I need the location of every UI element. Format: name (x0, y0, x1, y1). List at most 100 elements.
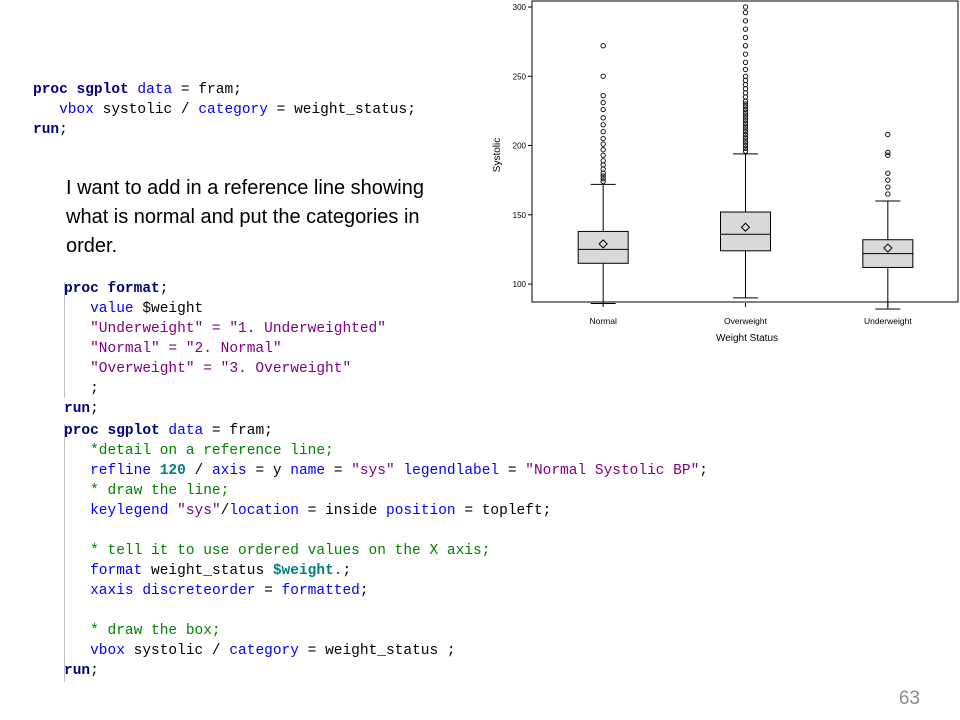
code-token: formatted (281, 583, 360, 599)
y-tick-label: 100 (513, 280, 527, 289)
code-token: category (229, 643, 299, 659)
code-line: proc format; (64, 279, 386, 299)
outlier-point (885, 191, 891, 197)
code-token: proc sgplot (64, 423, 160, 439)
outlier-point (600, 93, 606, 99)
code-token: "sys" (351, 463, 395, 479)
code-token: 120 (159, 463, 186, 479)
code-line: run; (64, 661, 708, 681)
code-token: systolic / (93, 102, 199, 118)
code-token: data (168, 423, 204, 439)
code-line: ; (64, 379, 386, 399)
code-token: category (198, 102, 268, 118)
code-token: refline (90, 463, 152, 479)
outlier-point (600, 106, 606, 113)
outlier-point (742, 142, 749, 149)
code-token: position (386, 503, 456, 519)
outlier-point (600, 43, 606, 49)
code-token: proc sgplot (33, 82, 129, 98)
code-block-format: proc format; value $weight "Underweight"… (64, 279, 386, 419)
outlier-point (885, 131, 891, 138)
outlier-point (885, 184, 891, 190)
code-token: $weight (133, 301, 204, 317)
code-token: "Underweight" = "1. Underweighted" (90, 321, 386, 337)
code-token (64, 301, 90, 317)
outlier-point (600, 147, 606, 153)
code-line: xaxis discreteorder = formatted; (64, 581, 708, 601)
code-token: systolic / (124, 643, 230, 659)
code-line: * tell it to use ordered values on the X… (64, 541, 708, 561)
code-token: ; (342, 563, 352, 579)
code-token: "Normal" = "2. Normal" (90, 341, 282, 357)
outlier-point (742, 26, 749, 32)
code-token: *detail on a reference line; (90, 443, 334, 459)
code-token: * tell it to use ordered values on the X… (90, 543, 491, 559)
code-line: "Underweight" = "1. Underweighted" (64, 319, 386, 339)
code-line: value $weight (64, 299, 386, 319)
code-token: location (229, 503, 299, 519)
outlier-point (742, 104, 749, 110)
code-line (64, 601, 708, 621)
code-line: *detail on a reference line; (64, 441, 708, 461)
x-tick-label: Overweight (724, 316, 768, 326)
y-tick-label: 200 (513, 142, 527, 151)
outlier-point (742, 66, 749, 72)
mean-marker (740, 222, 751, 232)
code-token: ; (699, 463, 708, 479)
instruction-text: I want to add in a reference line showin… (66, 177, 424, 257)
code-token (64, 321, 90, 337)
outlier-point (742, 134, 749, 140)
x-tick-label: Normal (589, 316, 617, 326)
y-tick-label: 300 (513, 3, 527, 12)
code-token: discreteorder (142, 583, 256, 599)
code-line: "Overweight" = "3. Overweight" (64, 359, 386, 379)
code-token: ; (90, 663, 99, 679)
code-line: * draw the box; (64, 621, 708, 641)
code-token: = (499, 463, 526, 479)
code-token: = inside (298, 503, 386, 519)
outlier-point (600, 178, 606, 185)
code-token: run (64, 663, 91, 679)
outlier-point (600, 99, 606, 106)
outlier-point (742, 73, 749, 79)
outlier-point (742, 137, 749, 143)
code-token (168, 503, 177, 519)
outlier-point (600, 152, 606, 158)
outlier-point (742, 43, 749, 49)
code-token: = y (246, 463, 291, 479)
code-token: name (290, 463, 326, 479)
code-token: / (185, 463, 212, 479)
page-number: 63 (898, 688, 920, 709)
y-axis-label: Systolic (492, 138, 503, 172)
code-token: = (325, 463, 352, 479)
code-block-sgplot-refline: proc sgplot data = fram; *detail on a re… (64, 421, 708, 681)
outlier-point (600, 141, 606, 147)
code-token (64, 503, 90, 519)
code-token: = weight_status ; (298, 643, 456, 659)
code-line: vbox systolic / category = weight_status… (64, 641, 708, 661)
code-token: = weight_status; (267, 102, 416, 118)
outlier-point (742, 126, 749, 132)
outlier-point (742, 9, 749, 16)
code-token: ; (59, 122, 68, 138)
code-token: ; (90, 401, 99, 417)
outlier-point (742, 145, 749, 151)
code-token (64, 341, 90, 357)
code-token (33, 102, 59, 118)
outlier-point (885, 152, 891, 158)
code-line: proc sgplot data = fram; (64, 421, 708, 441)
code-token: ; (359, 583, 369, 599)
code-token (64, 463, 90, 479)
outlier-point (600, 158, 606, 164)
outlier-point (742, 115, 749, 121)
code-line: vbox systolic / category = weight_status… (33, 100, 416, 120)
outlier-point (742, 117, 749, 124)
code-line: * draw the line; (64, 481, 708, 501)
outlier-point (742, 123, 749, 129)
code-token: ; (159, 281, 169, 297)
code-token: axis (211, 463, 247, 479)
code-token: vbox (90, 643, 125, 659)
outlier-point (742, 140, 749, 146)
outlier-point (742, 34, 749, 41)
